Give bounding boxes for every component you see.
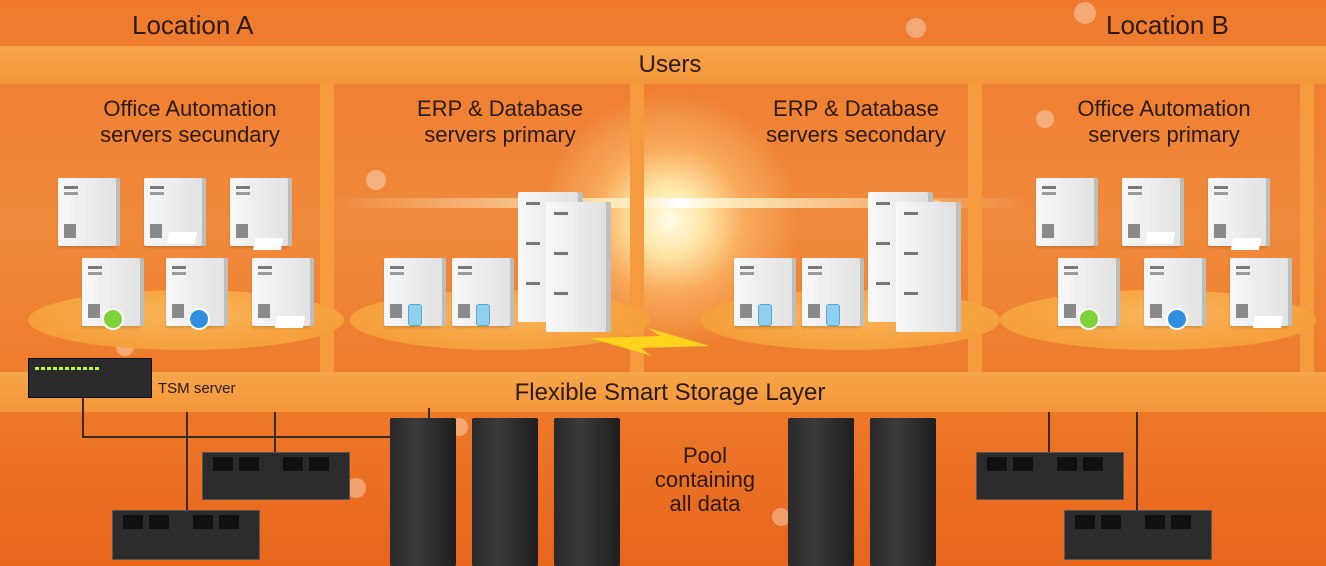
zone-label: Office Automation servers secundary (70, 96, 310, 148)
green-disk-icon (1078, 308, 1100, 330)
paper-icon (274, 316, 306, 328)
lightning-icon (590, 328, 710, 356)
zone-label: ERP & Database servers secondary (736, 96, 976, 148)
bubble (1074, 2, 1096, 24)
connection-line (274, 412, 276, 452)
green-disk-icon (102, 308, 124, 330)
paper-icon (1252, 316, 1284, 328)
storage-rack-icon (390, 418, 456, 566)
bubble (906, 18, 926, 38)
server-icon (252, 258, 310, 326)
connection-line (186, 412, 188, 512)
storage-shelf-icon (112, 510, 260, 560)
server-icon (1208, 178, 1266, 246)
database-icon (476, 304, 490, 326)
storage-shelf-icon (202, 452, 350, 500)
location-a-title: Location A (132, 10, 254, 40)
bubble (1036, 110, 1054, 128)
paper-icon (1144, 232, 1176, 244)
paper-icon (252, 238, 284, 250)
storage-rack-icon (788, 418, 854, 566)
users-band (0, 46, 1326, 84)
users-label: Users (638, 51, 702, 78)
tall-server-icon (896, 202, 956, 332)
server-icon (230, 178, 288, 246)
paper-icon (1230, 238, 1262, 250)
storage-rack-icon (472, 418, 538, 566)
paper-icon (166, 232, 198, 244)
connection-line (82, 436, 430, 438)
bubble (346, 478, 366, 498)
bubble (366, 170, 386, 190)
zone-label-line1: ERP & Database (417, 96, 583, 121)
zone-label-line2: servers secundary (100, 122, 280, 147)
zone-label-line1: Office Automation (103, 96, 277, 121)
connection-line (82, 396, 84, 438)
pillar (630, 84, 644, 374)
pillar (1300, 84, 1314, 374)
tsm-server-label: TSM server (158, 380, 236, 397)
zone-label-line2: servers secondary (766, 122, 946, 147)
storage-rack-icon (870, 418, 936, 566)
light-flare (330, 198, 1030, 208)
server-icon (58, 178, 116, 246)
server-icon (1230, 258, 1288, 326)
blue-disk-icon (1166, 308, 1188, 330)
tsm-server-icon (28, 358, 152, 398)
pool-label-line3: all data (669, 491, 741, 516)
zone-label: Office Automation servers primary (1044, 96, 1284, 148)
server-icon (1036, 178, 1094, 246)
storage-rack-icon (554, 418, 620, 566)
database-icon (408, 304, 422, 326)
pool-label-line2: containing (654, 467, 756, 492)
location-b-title: Location B (1106, 10, 1229, 40)
bubble (772, 508, 790, 526)
connection-line (1048, 412, 1050, 452)
blue-disk-icon (188, 308, 210, 330)
connection-line (1136, 412, 1138, 512)
tall-server-icon (546, 202, 606, 332)
database-icon (758, 304, 772, 326)
pool-label-line1: Pool (682, 443, 728, 468)
storage-layer-band (0, 372, 1326, 412)
pool-label: Pool containing all data (640, 444, 770, 516)
pillar (320, 84, 334, 374)
zone-label: ERP & Database servers primary (380, 96, 620, 148)
storage-shelf-icon (976, 452, 1124, 500)
storage-shelf-icon (1064, 510, 1212, 560)
zone-label-line1: ERP & Database (773, 96, 939, 121)
database-icon (826, 304, 840, 326)
zone-label-line2: servers primary (1088, 122, 1240, 147)
storage-layer-label: Flexible Smart Storage Layer (514, 379, 826, 406)
zone-label-line1: Office Automation (1077, 96, 1251, 121)
zone-label-line2: servers primary (424, 122, 576, 147)
